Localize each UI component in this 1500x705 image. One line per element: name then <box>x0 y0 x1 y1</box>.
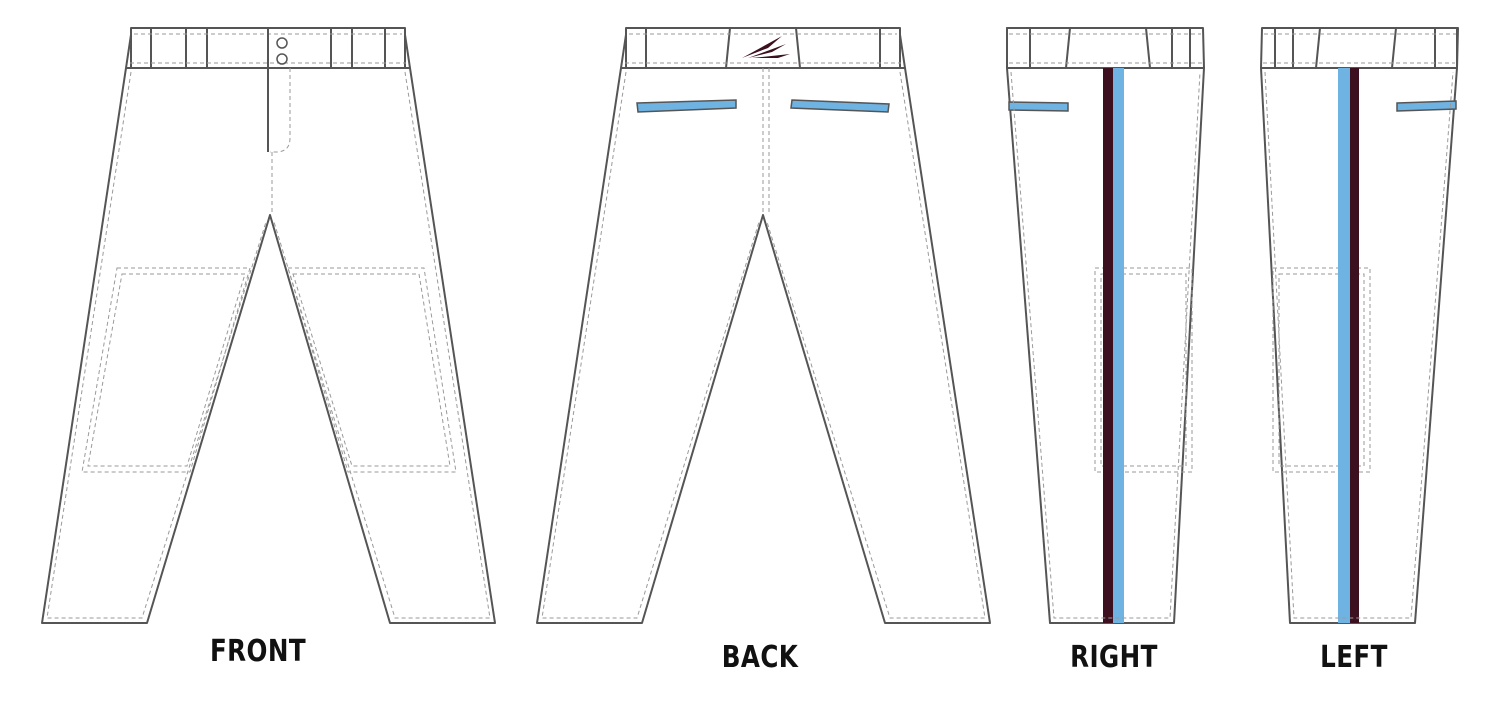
right-stripe-maroon <box>1103 68 1113 623</box>
right-waist-panel <box>1065 27 1151 69</box>
left-view-label: LEFT <box>1320 640 1388 675</box>
right-belt-loop <box>1171 27 1191 69</box>
front-belt-loop <box>130 27 152 69</box>
front-pants-body <box>41 67 496 624</box>
right-stripe-light-blue <box>1113 68 1124 623</box>
left-stripe-light-blue <box>1338 68 1350 623</box>
back-belt-loop <box>879 27 901 69</box>
right-view-label: RIGHT <box>1070 640 1158 675</box>
left-belt-loop <box>1274 27 1294 69</box>
left-pocket <box>1396 100 1457 112</box>
front-view <box>41 27 496 624</box>
front-belt-loop <box>185 27 208 69</box>
left-belt-loop <box>1434 27 1458 69</box>
left-view <box>1260 27 1459 624</box>
back-view <box>536 27 991 624</box>
back-pants-body <box>536 67 991 624</box>
front-belt-loop <box>330 27 353 69</box>
waistband-button-icon <box>276 53 288 65</box>
back-pocket-left <box>636 99 737 113</box>
left-stripe-maroon <box>1350 68 1359 623</box>
left-waist-panel <box>1315 27 1397 69</box>
front-knee-pad-right <box>287 267 457 473</box>
back-belt-loop <box>625 27 647 69</box>
back-pocket-right <box>790 99 890 113</box>
waistband-button-icon <box>276 37 288 49</box>
back-view-label: BACK <box>721 640 799 675</box>
front-view-label: FRONT <box>209 634 307 669</box>
front-belt-loop <box>384 27 406 69</box>
right-pocket <box>1008 101 1069 112</box>
trident-swoosh-logo <box>742 36 790 58</box>
left-knee-pad <box>1272 267 1371 473</box>
right-belt-loop <box>1006 27 1031 69</box>
right-view <box>1006 27 1205 624</box>
front-knee-pad-left <box>81 267 251 473</box>
right-knee-pad <box>1094 267 1193 473</box>
